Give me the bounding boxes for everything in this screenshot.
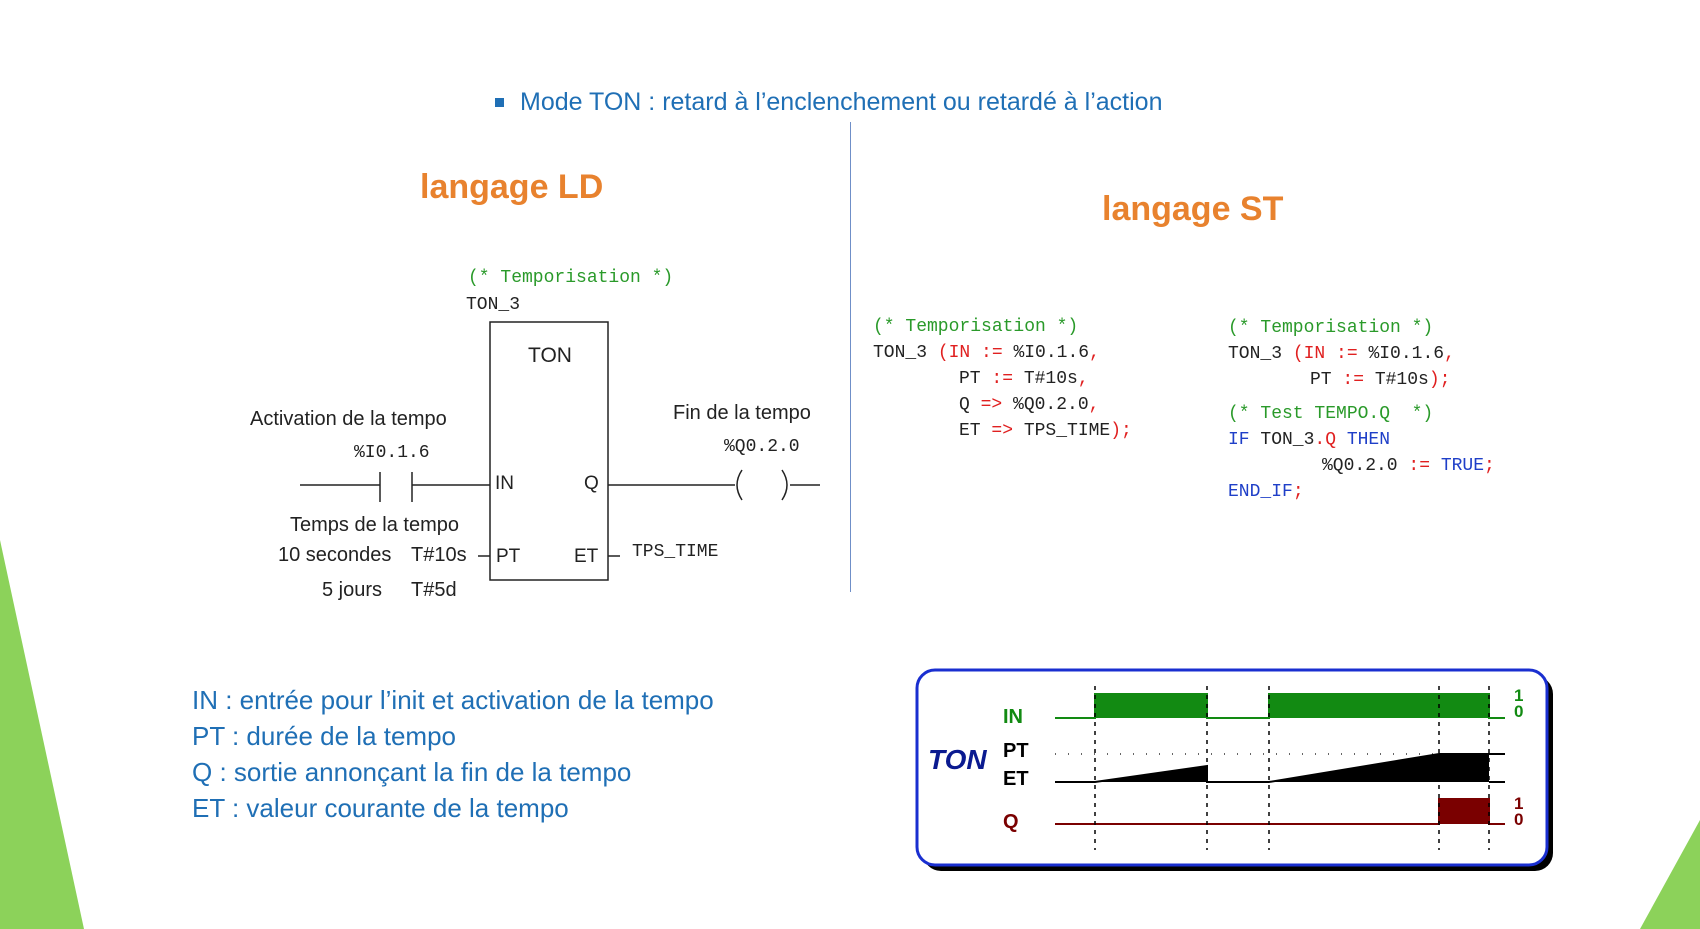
st-right-line-3: IF TON_3.Q THEN (1228, 430, 1391, 450)
et-variable: TPS_TIME (632, 542, 719, 562)
coil-right (781, 469, 788, 501)
ton-block-label: TON (528, 344, 572, 367)
q-pulse (1439, 799, 1489, 824)
title-bullet (495, 98, 504, 107)
decorative-triangle-right (1640, 820, 1700, 929)
et-ramp-2 (1269, 754, 1489, 782)
st-code-left: (* Temporisation *) TON_3 (IN := %I0.1.6… (873, 314, 1132, 444)
in-pulse-2 (1269, 694, 1489, 718)
st-left-comment: (* Temporisation *) (873, 317, 1079, 337)
pin-et-label: ET (574, 546, 599, 567)
decorative-triangle-left (0, 540, 84, 929)
st-left-line-4: ET => TPS_TIME); (959, 421, 1132, 441)
st-right-line-1: TON_3 (IN := %I0.1.6, (1228, 344, 1455, 364)
ld-comment: (* Temporisation *) (468, 268, 674, 288)
timing-title: TON (928, 744, 987, 775)
time-markers (1094, 686, 1490, 850)
duration-label: Temps de la tempo (290, 514, 459, 536)
st-right-line-5: END_IF; (1228, 482, 1304, 502)
st-left-line-3: Q => %Q0.2.0, (959, 395, 1100, 415)
pin-pt-label: PT (496, 546, 521, 567)
coil-left (736, 469, 743, 501)
duration-example-2-text: 5 jours (322, 579, 383, 601)
legend-pt: PT : durée de la tempo (192, 721, 457, 751)
ton-timing-diagram (915, 668, 1553, 871)
activation-label: Activation de la tempo (250, 408, 447, 430)
legend-q: Q : sortie annonçant la fin de la tempo (192, 757, 632, 787)
ld-ladder-diagram (300, 321, 820, 581)
st-left-line-2: PT := T#10s, (959, 369, 1089, 389)
ld-heading: langage LD (420, 168, 604, 206)
st-right-comment-2: (* Test TEMPO.Q *) (1228, 404, 1434, 424)
timing-label-pt: PT (1003, 740, 1029, 762)
duration-example-2-value: T#5d (411, 579, 457, 601)
input-address: %I0.1.6 (354, 443, 430, 463)
ld-instance-name: TON_3 (466, 295, 521, 315)
pin-in-label: IN (495, 473, 514, 494)
timing-label-et: ET (1003, 768, 1029, 790)
end-label: Fin de la tempo (673, 402, 811, 424)
pin-legend: IN : entrée pour l’init et activation de… (192, 682, 714, 826)
et-ramp-1 (1095, 766, 1207, 782)
st-left-line-1: TON_3 (IN := %I0.1.6, (873, 343, 1100, 363)
duration-example-1-value: T#10s (411, 544, 467, 566)
ton-block (489, 321, 609, 581)
st-code-right: (* Temporisation *) TON_3 (IN := %I0.1.6… (1228, 315, 1495, 505)
legend-et: ET : valeur courante de la tempo (192, 793, 569, 823)
st-right-comment-1: (* Temporisation *) (1228, 318, 1434, 338)
output-address: %Q0.2.0 (724, 437, 800, 457)
column-divider (850, 122, 851, 592)
st-right-line-2: PT := T#10s); (1310, 370, 1451, 390)
timing-label-in: IN (1003, 706, 1023, 728)
slide-title: Mode TON : retard à l’enclenchement ou r… (520, 88, 1163, 116)
pin-q-label: Q (584, 473, 599, 494)
duration-example-1-text: 10 secondes (278, 544, 392, 566)
in-pulse-1 (1095, 694, 1207, 718)
st-heading: langage ST (1102, 190, 1284, 228)
timing-label-q: Q (1003, 811, 1019, 833)
st-right-line-4: %Q0.2.0 := TRUE; (1322, 456, 1495, 476)
legend-in: IN : entrée pour l’init et activation de… (192, 685, 714, 715)
